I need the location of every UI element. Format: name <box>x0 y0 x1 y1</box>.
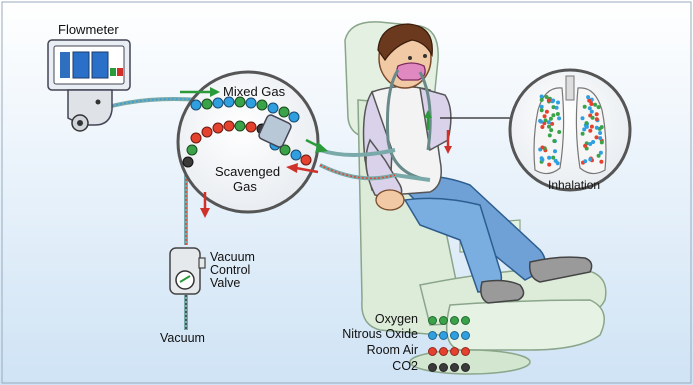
legend-dot <box>428 316 437 325</box>
lung-particle <box>540 125 544 129</box>
legend-room-air: Room Air <box>258 343 478 359</box>
legend-label: Oxygen <box>375 312 418 326</box>
legend-dot <box>450 363 459 372</box>
lung-particle <box>598 131 602 135</box>
lung-particle <box>595 135 599 139</box>
lung-particle <box>587 99 591 103</box>
lung-particle <box>598 136 602 140</box>
legend-dot <box>439 316 448 325</box>
lung-particle <box>586 95 590 99</box>
lung-particle <box>540 105 544 109</box>
legend-label: Room Air <box>367 343 418 357</box>
legend-label: CO2 <box>392 359 418 373</box>
lung-particle <box>581 116 585 120</box>
lung-particle <box>557 130 561 134</box>
legend-label: Nitrous Oxide <box>342 327 418 341</box>
lung-particle <box>588 129 592 133</box>
lung-particle <box>595 126 599 130</box>
lung-particle <box>540 108 544 112</box>
lung-particle <box>541 146 545 150</box>
lung-particle <box>597 105 601 109</box>
legend-swatch <box>428 314 472 328</box>
lung-particle <box>555 106 559 110</box>
lung-particle <box>545 110 549 114</box>
lung-particle <box>551 99 555 103</box>
vacuum-control-valve <box>170 248 205 294</box>
lung-particle <box>599 160 603 164</box>
lung-particle <box>549 117 553 121</box>
lung-particle <box>589 102 593 106</box>
legend-dot <box>439 347 448 356</box>
lung-particle <box>540 98 544 102</box>
legend-swatch <box>428 345 472 359</box>
lung-particle <box>540 158 544 162</box>
lung-particle <box>556 161 560 165</box>
legend-oxygen: Oxygen <box>258 312 478 328</box>
legend-dot <box>461 363 470 372</box>
legend-co2: CO2 <box>258 359 478 375</box>
legend-swatch <box>428 329 472 343</box>
legend-dot <box>450 316 459 325</box>
lung-particle <box>588 106 592 110</box>
lung-particle <box>547 156 551 160</box>
label-flowmeter: Flowmeter <box>58 22 119 37</box>
legend-dot <box>461 331 470 340</box>
legend-dot <box>428 331 437 340</box>
lung-particle <box>539 120 543 124</box>
label-vacuum-control-line3: Valve <box>210 277 255 290</box>
lung-particle <box>551 113 555 117</box>
lung-particle <box>543 114 547 118</box>
lung-particle <box>585 121 589 125</box>
legend-dot <box>439 331 448 340</box>
label-scavenged: Scavenged <box>215 164 280 179</box>
lung-particle <box>591 140 595 144</box>
lung-particle <box>547 125 551 129</box>
lung-particle <box>591 116 595 120</box>
legend-swatch <box>428 361 472 375</box>
label-mixed-gas: Mixed Gas <box>223 84 285 99</box>
lung-particle <box>548 133 552 137</box>
lung-particle <box>583 159 587 163</box>
lung-particle <box>547 163 551 167</box>
lung-particle <box>583 105 587 109</box>
lung-particle <box>556 101 560 105</box>
lung-particle <box>557 116 561 120</box>
lung-particle <box>549 128 553 132</box>
lung-particle <box>582 127 586 131</box>
legend-dot <box>461 316 470 325</box>
legend-nitrous-oxide: Nitrous Oxide <box>258 327 478 343</box>
lung-particle <box>540 95 544 99</box>
lung-particle <box>544 118 548 122</box>
lung-particle <box>556 112 560 116</box>
label-gas: Gas <box>233 179 257 194</box>
lung-particle <box>599 151 603 155</box>
legend-dot <box>461 347 470 356</box>
lung-particle <box>581 132 585 136</box>
lung-particle <box>551 156 555 160</box>
lung-particle <box>593 103 597 107</box>
lung-particle <box>552 139 556 143</box>
lung-particle <box>595 117 599 121</box>
label-inhalation: Inhalation <box>548 178 600 192</box>
legend-dot <box>450 331 459 340</box>
legend-dot <box>439 363 448 372</box>
lung-particle <box>600 140 604 144</box>
lung-particle <box>590 125 594 129</box>
lung-particle <box>547 98 551 102</box>
legend-dot <box>450 347 459 356</box>
lung-particle <box>553 149 557 153</box>
lung-particle <box>595 112 599 116</box>
legend-dot <box>428 363 437 372</box>
lung-particle <box>583 144 587 148</box>
label-vacuum-control-valve: Vacuum Control Valve <box>210 251 255 290</box>
legend-dot <box>428 347 437 356</box>
lung-particle <box>590 110 594 114</box>
lung-particle <box>588 157 592 161</box>
lung-particle <box>545 95 549 99</box>
label-vacuum: Vacuum <box>160 331 205 345</box>
